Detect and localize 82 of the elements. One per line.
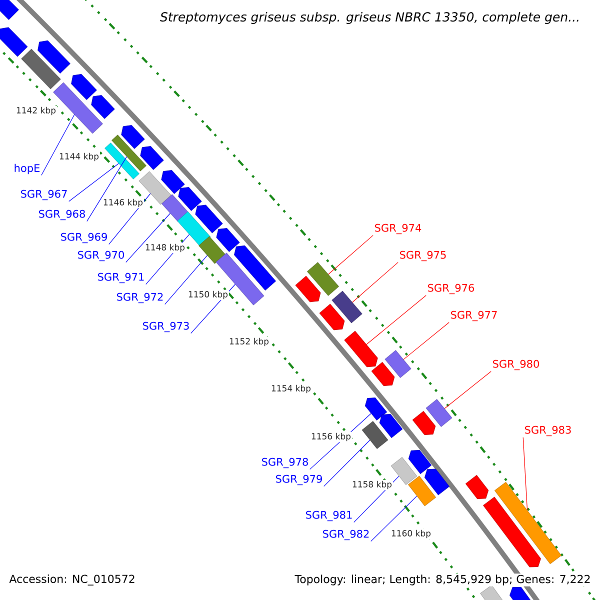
gene-block	[71, 74, 97, 100]
gene-label: SGR_974	[375, 224, 422, 234]
gene-box	[112, 134, 146, 172]
tick-label: 1160 kbp	[390, 528, 432, 540]
leader-line	[324, 440, 370, 487]
gene-label: SGR_968	[39, 210, 85, 220]
gene-label: SGR_972	[117, 292, 163, 304]
gene-box	[332, 290, 362, 324]
tick-label: 1156 kbp	[310, 432, 352, 442]
leader-line	[403, 322, 450, 360]
gene-block	[371, 362, 395, 386]
gene-label: SGR_983	[525, 426, 571, 436]
gene-label: hopE	[14, 164, 40, 174]
tick-label: 1152 kbp	[228, 336, 270, 348]
gene-label: SGR_971	[98, 272, 144, 284]
tick-label: 1142 kbp	[14, 106, 58, 116]
gene-block	[344, 330, 378, 368]
gene-block	[295, 276, 321, 302]
gene-label: SGR_981	[306, 510, 352, 522]
gene-block	[121, 125, 145, 149]
gene-label: SGR_973	[143, 322, 189, 332]
gene-box	[162, 194, 188, 222]
gene-block	[364, 398, 388, 420]
gene-block	[91, 95, 115, 119]
tick-label: 1148 kbp	[144, 242, 186, 254]
gene-label: SGR_982	[323, 530, 369, 540]
leader-line	[126, 213, 170, 263]
tick-label: 1154 kbp	[270, 384, 312, 394]
gene-block	[408, 450, 432, 474]
gene-block	[0, 0, 19, 20]
gene-label: SGR_976	[428, 284, 474, 294]
gene-box	[362, 421, 388, 449]
gene-label: SGR_977	[451, 310, 497, 322]
gene-label: SGR_975	[400, 250, 446, 262]
leader-line	[444, 371, 492, 409]
gene-box	[494, 482, 562, 564]
gene-box	[104, 142, 140, 180]
gene-box	[390, 457, 418, 485]
tick-label: 1150 kbp	[186, 290, 230, 300]
gene-block	[465, 474, 489, 500]
tick-label: 1144 kbp	[58, 152, 100, 162]
leader-line	[68, 163, 119, 202]
gene-label: SGR_967	[21, 190, 67, 200]
gene-block	[178, 187, 202, 211]
gene-block	[195, 204, 223, 234]
leader-line	[370, 496, 418, 542]
gene-block	[510, 586, 532, 600]
gene-box	[426, 399, 452, 427]
footer-text: Accession: NC_010572	[8, 574, 136, 586]
gene-block	[0, 27, 28, 57]
gene-block	[234, 245, 276, 291]
gene-block	[412, 410, 436, 436]
tick-label: 1158 kbp	[350, 480, 394, 490]
gene-block	[161, 170, 185, 194]
gene-label: SGR_980	[493, 360, 539, 370]
leader-line	[328, 235, 374, 275]
tick-label: 1146 kbp	[102, 198, 144, 208]
gene-block	[140, 146, 164, 170]
gene-block	[216, 228, 240, 252]
leader-line	[86, 156, 128, 222]
title: Streptomyces griseus subsp. griseus NBRC 13350, complete gen...	[158, 10, 582, 26]
gene-box	[198, 236, 226, 264]
gene-label: SGR_978	[262, 458, 308, 468]
gene-block	[319, 304, 345, 330]
gene-box	[408, 476, 436, 506]
gene-block	[379, 414, 403, 438]
gene-box	[307, 262, 339, 296]
leader-line	[366, 295, 426, 345]
gene-block	[424, 468, 450, 496]
leader-line	[522, 437, 528, 510]
leader-line	[108, 193, 151, 245]
footer-text: Topology: linear; Length: 8,545,929 bp; Genes: 7,222	[294, 574, 592, 586]
gene-block	[483, 496, 541, 568]
gene-block	[38, 40, 70, 74]
leader-line	[352, 262, 398, 303]
leader-line	[41, 114, 75, 176]
leader-line	[164, 255, 208, 305]
gene-box	[21, 48, 61, 90]
gene-box	[384, 350, 412, 378]
gene-label: SGR_969	[61, 232, 107, 244]
gene-label: SGR_979	[276, 474, 322, 486]
gene-label: SGR_970	[78, 250, 124, 262]
